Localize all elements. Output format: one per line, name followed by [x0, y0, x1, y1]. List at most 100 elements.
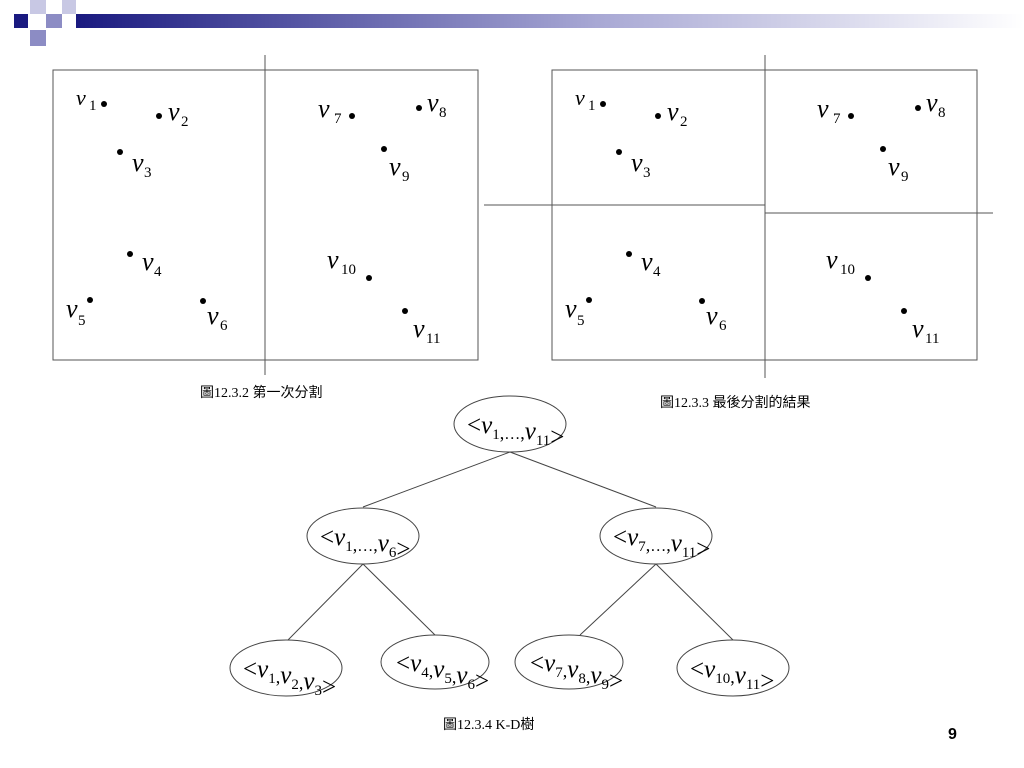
point-subscript: 4	[653, 264, 661, 280]
point-marker	[87, 297, 93, 303]
slide-decoration	[14, 0, 1024, 46]
point-marker	[880, 146, 886, 152]
point-marker	[416, 105, 422, 111]
deco-bar	[76, 14, 1024, 28]
tree-edge	[579, 563, 657, 636]
point-subscript: 9	[901, 169, 909, 185]
first-split-caption: 圖12.3.2 第一次分割	[200, 386, 323, 401]
point-marker	[101, 101, 107, 107]
point-marker	[200, 298, 206, 304]
point-label: v	[817, 94, 829, 123]
point-marker	[848, 113, 854, 119]
point-marker	[586, 297, 592, 303]
point-label: v	[132, 148, 144, 177]
point-label: v	[427, 88, 439, 117]
point-label: v	[888, 152, 900, 181]
tree-node	[453, 395, 567, 453]
point-label: v	[631, 148, 643, 177]
point-label: v	[565, 294, 577, 323]
point-marker	[156, 113, 162, 119]
point-subscript: 5	[577, 313, 585, 329]
deco-square	[30, 0, 46, 14]
point-subscript: 11	[426, 331, 440, 347]
point-label: v	[142, 247, 154, 276]
tree-node-label: <v1,…,v11>	[467, 412, 564, 451]
point-label: v	[706, 301, 718, 330]
page-number: 9	[948, 726, 957, 743]
point-subscript: 5	[78, 313, 86, 329]
tree-node-label: <v10,v11>	[690, 656, 774, 695]
point-label: v	[926, 88, 938, 117]
tree-node	[380, 634, 490, 690]
point-subscript: 9	[402, 169, 410, 185]
tree-node	[599, 507, 713, 565]
point-subscript: 8	[938, 105, 946, 121]
tree-edge	[362, 451, 511, 508]
point-subscript: 1	[588, 98, 596, 114]
point-label: v	[327, 245, 339, 274]
point-subscript: 2	[181, 114, 189, 130]
point-subscript: 4	[154, 264, 162, 280]
point-marker	[366, 275, 372, 281]
tree-node-label: <v7,v8,v9>	[530, 650, 623, 695]
point-subscript: 8	[439, 105, 447, 121]
point-label: v	[389, 152, 401, 181]
tree-node-label: <v1,v2,v3>	[243, 656, 336, 701]
point-subscript: 11	[925, 331, 939, 347]
deco-square	[14, 14, 28, 28]
point-label: v	[826, 245, 838, 274]
point-marker	[117, 149, 123, 155]
point-subscript: 7	[334, 111, 342, 127]
tree-node-label: <v1,…,v6>	[320, 524, 410, 563]
tree-edge	[509, 451, 657, 508]
point-marker	[349, 113, 355, 119]
tree-edge	[287, 563, 364, 641]
point-label: v	[318, 94, 330, 123]
point-label: v	[207, 301, 219, 330]
point-subscript: 7	[833, 111, 841, 127]
point-subscript: 6	[719, 318, 727, 334]
tree-node-label: <v7,…,v11>	[613, 524, 710, 563]
point-marker	[127, 251, 133, 257]
point-subscript: 10	[840, 262, 855, 278]
point-subscript: 1	[89, 98, 97, 114]
point-label: v	[667, 97, 679, 126]
kd-tree-figure: <v1,…,v11> <v1,…,v6> <v7,…,v11> <v1,v2,v3> <…	[229, 395, 790, 701]
point-marker	[655, 113, 661, 119]
deco-square	[30, 30, 46, 46]
point-marker	[381, 146, 387, 152]
point-subscript: 6	[220, 318, 228, 334]
point-marker	[616, 149, 622, 155]
tree-edge	[655, 563, 734, 641]
deco-square	[62, 0, 76, 14]
tree-edge	[362, 563, 436, 636]
point-marker	[865, 275, 871, 281]
point-marker	[699, 298, 705, 304]
tree-node	[229, 639, 343, 697]
point-subscript: 10	[341, 262, 356, 278]
point-label: v	[66, 294, 78, 323]
point-marker	[915, 105, 921, 111]
point-label: v	[76, 85, 86, 110]
point-marker	[402, 308, 408, 314]
kd-tree-caption: 圖12.3.4 K-D樹	[443, 718, 535, 733]
point-label: v	[413, 314, 425, 343]
point-marker	[626, 251, 632, 257]
final-split-caption: 圖12.3.3 最後分割的結果	[660, 396, 811, 411]
tree-node	[676, 639, 790, 697]
tree-node	[514, 634, 624, 690]
point-subscript: 2	[680, 114, 688, 130]
point-marker	[600, 101, 606, 107]
point-label: v	[168, 97, 180, 126]
deco-square	[46, 14, 62, 28]
point-marker	[901, 308, 907, 314]
point-subscript: 3	[144, 165, 152, 181]
point-subscript: 3	[643, 165, 651, 181]
tree-node-label: <v4,v5,v6>	[396, 650, 489, 695]
tree-node	[306, 507, 420, 565]
point-label: v	[641, 247, 653, 276]
point-label: v	[575, 85, 585, 110]
